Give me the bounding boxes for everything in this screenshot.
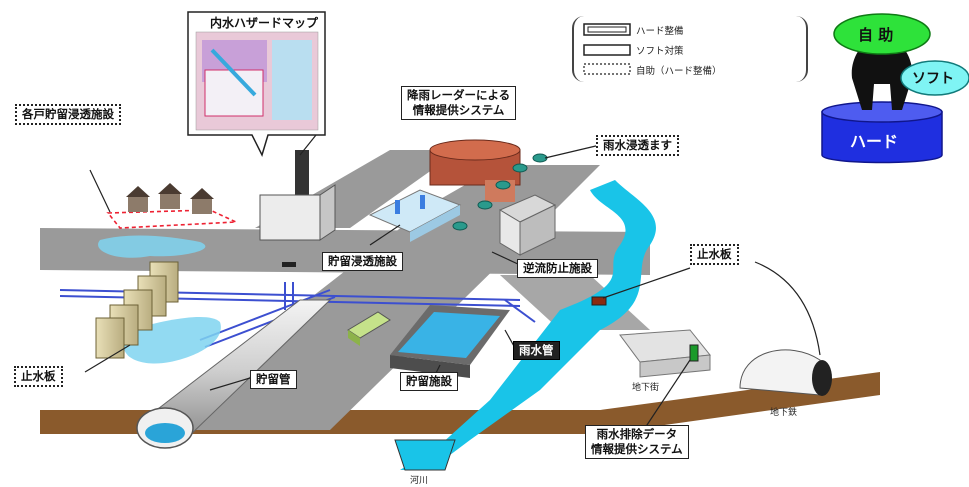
rain-infiltration-inlets: [452, 153, 548, 231]
hazard-map-title: 内水ハザードマップ: [210, 16, 319, 30]
label-drainage-info-line1: 雨水排除データ: [596, 427, 678, 441]
houses-group: [106, 183, 237, 229]
apartments-left: [95, 261, 179, 359]
label-subway: 地下鉄: [770, 408, 798, 418]
mascot-base-label: ハード: [850, 132, 899, 151]
legend-label-soft: ソフト対策: [636, 46, 684, 57]
legend-item-soft: ソフト対策: [636, 43, 684, 57]
river: [400, 180, 656, 470]
legend-item-hard: ハード整備: [636, 23, 684, 37]
legend-label-self: 自助（ハード整備）: [636, 66, 722, 77]
backflow-valve-marker: [689, 344, 699, 362]
office-building-right: [498, 194, 557, 256]
figure: [851, 40, 913, 110]
label-water-stop-board-left: 止水板: [14, 366, 63, 387]
mascot-top-label: 自 助: [858, 26, 894, 44]
storage-facility-basin: [390, 305, 510, 378]
label-river: 河川: [410, 476, 429, 486]
label-storage-pipe: 貯留管: [250, 370, 297, 389]
label-water-stop-board-right: 止水板: [690, 244, 739, 265]
legend-item-self: 自助（ハード整備）: [636, 63, 722, 77]
large-building: [429, 139, 521, 202]
hazard-map-callout: [187, 11, 326, 158]
label-rain-pipe: 雨水管: [513, 341, 560, 360]
label-drainage-info-line2: 情報提供システム: [591, 442, 683, 456]
label-storage-facility: 貯留施設: [400, 372, 458, 391]
mascot-right-label: ソフト: [912, 71, 954, 87]
road-cross: [40, 228, 650, 275]
legend-swatches: [583, 23, 631, 75]
label-rain-radar: 降雨レーダーによる 情報提供システム: [401, 86, 517, 120]
river-channel: [394, 439, 456, 471]
mascot-illustration: [821, 13, 969, 164]
label-underground-mall: 地下街: [632, 383, 660, 393]
green-balloon: [833, 13, 931, 55]
label-individual-storage: 各戸貯留浸透施設: [15, 104, 121, 125]
storage-tunnel: [136, 299, 332, 449]
label-drainage-info: 雨水排除データ 情報提供システム: [585, 425, 689, 459]
road-mark: [282, 262, 296, 267]
label-rain-radar-line2: 情報提供システム: [412, 103, 505, 117]
cyan-balloon: [900, 60, 969, 96]
label-backflow-prevention: 逆流防止施設: [517, 259, 598, 278]
tower-building: [259, 150, 336, 241]
leader-lines: [84, 129, 821, 429]
legend: [572, 16, 808, 82]
label-rain-radar-line1: 降雨レーダーによる: [407, 88, 511, 102]
label-rain-infiltration: 雨水浸透ます: [596, 135, 679, 156]
water-stop-board-marker: [591, 296, 607, 306]
infiltration-facility: [368, 189, 462, 242]
bus: [347, 311, 391, 346]
label-storage-infiltration: 貯留浸透施設: [322, 252, 403, 271]
drum: [821, 111, 943, 164]
subway-tunnel: [739, 349, 832, 396]
flood-water-top: [98, 235, 206, 258]
legend-label-hard: ハード整備: [636, 26, 684, 37]
